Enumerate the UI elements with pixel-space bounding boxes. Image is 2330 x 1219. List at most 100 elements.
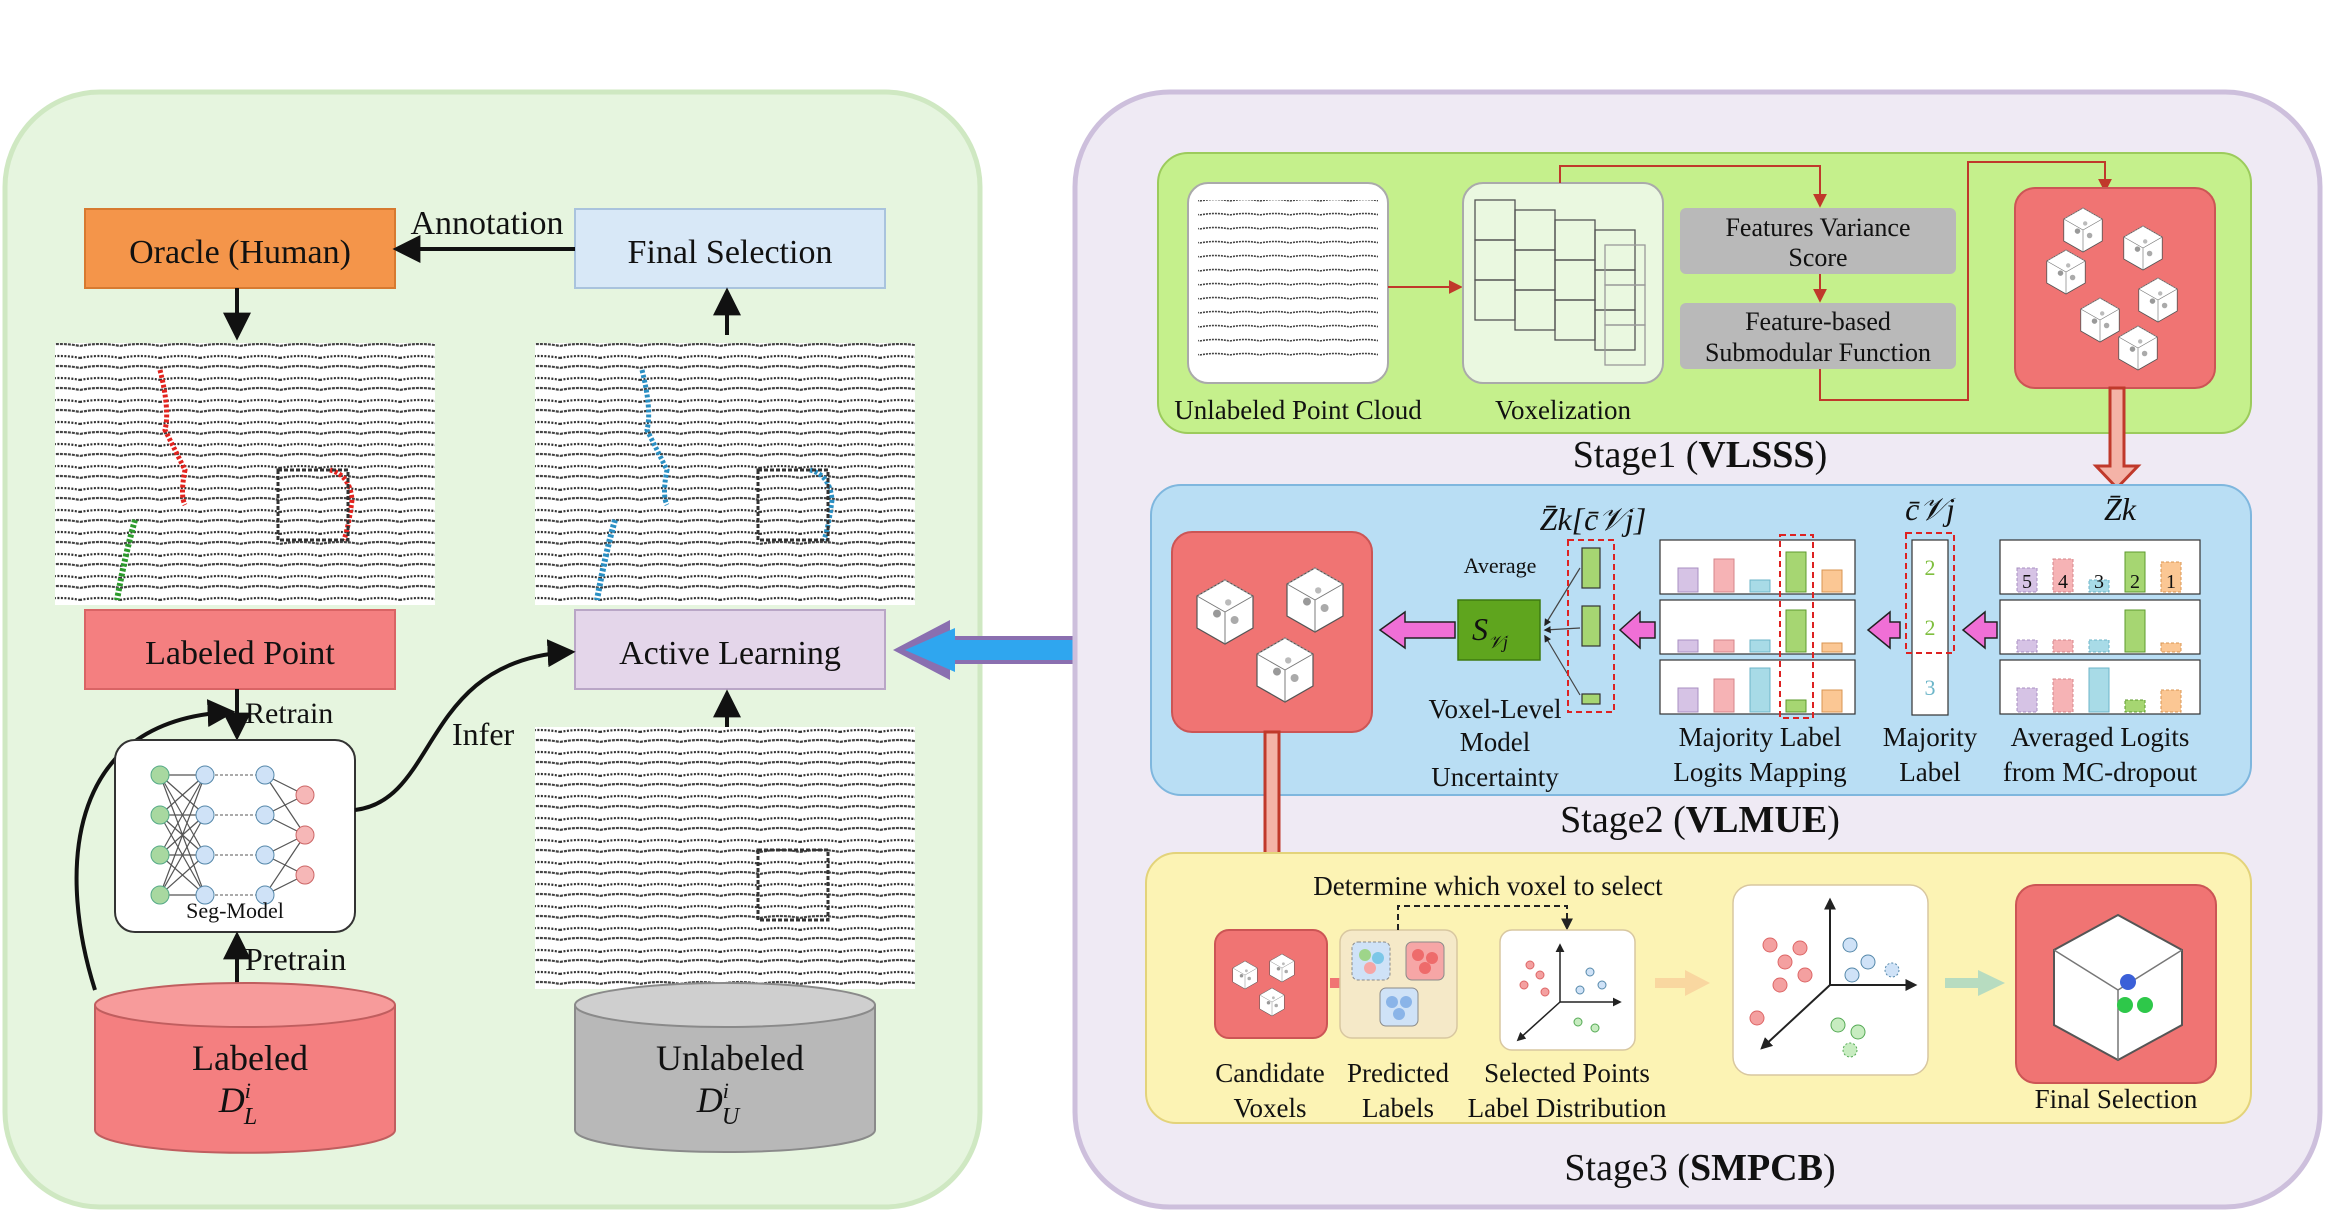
- candidate-line1: Candidate: [1215, 1058, 1324, 1088]
- active-learning-box: [574, 609, 886, 690]
- pred-box-2: [1405, 941, 1445, 981]
- s-to-voxels-arrow: [1378, 610, 1456, 650]
- submodular-to-voxels-arrow: [1819, 161, 2112, 401]
- stage1-title-suffix: ): [1815, 434, 1828, 476]
- voxel-level-line1: Voxel-Level: [1429, 694, 1562, 724]
- stage3-title-prefix: Stage3 (: [1564, 1147, 1690, 1189]
- unlabeled-db-sub: U: [722, 1104, 741, 1130]
- majority-value-3: 3: [1925, 675, 1936, 700]
- stage3-title-bold: SMPCB: [1690, 1147, 1823, 1189]
- zk-c-bar-1: [1581, 547, 1601, 589]
- labeled-db-sup: i: [245, 1078, 251, 1103]
- mapping-to-s-arrow: [1618, 610, 1656, 650]
- labeled-db-to-retrain-curve: [74, 699, 236, 991]
- pred-box-3: [1379, 987, 1419, 1027]
- voxel-level-line3: Uncertainty: [1431, 762, 1559, 792]
- mapping-panel-2: [1659, 599, 1856, 655]
- logits-panel-2: [1999, 599, 2201, 655]
- features-variance-line2: Score: [1788, 243, 1847, 272]
- final-selection-cube: [2053, 913, 2183, 1062]
- s-box: [1457, 599, 1541, 661]
- unlabeled-point-cloud-image: [535, 727, 915, 989]
- majority-value-2: 2: [1925, 615, 1936, 640]
- unlabeled-db-line1: Unlabeled: [656, 1038, 804, 1078]
- stage3-title-suffix: ): [1823, 1147, 1836, 1189]
- scatter-axes: [1760, 897, 1918, 1050]
- stage1-title-prefix: Stage1 (: [1573, 434, 1699, 476]
- annotation-label: Annotation: [411, 205, 564, 242]
- submodular-box: [1680, 303, 1956, 369]
- stage1-voxelization-label: Voxelization: [1495, 395, 1631, 425]
- zk-label: Z̄k: [2104, 491, 2137, 527]
- s-sub: 𝒱j: [1488, 632, 1509, 652]
- infer-label: Infer: [452, 716, 515, 752]
- logit-tag-2: 2: [2130, 571, 2140, 593]
- unlabeled-db-base: D: [696, 1080, 723, 1120]
- candidate-line2: Voxels: [1233, 1093, 1306, 1123]
- s-base: S: [1472, 611, 1488, 647]
- labeled-db-sub: L: [243, 1104, 257, 1130]
- zk-c-bar-2: [1581, 605, 1601, 647]
- majority-column: [1911, 539, 1949, 716]
- logits-to-majority-arrow: [1961, 610, 1998, 650]
- stage1-pointcloud-image: [1198, 200, 1378, 360]
- predicted-line2: Labels: [1362, 1093, 1434, 1123]
- zk-c-label: Z̄k[c̄𝒱j]: [1540, 501, 1647, 537]
- labeled-point-box: [84, 609, 396, 690]
- labeled-database: [94, 982, 396, 1154]
- oracle-label: Oracle (Human): [129, 234, 351, 271]
- stage2-title-prefix: Stage2 (: [1560, 799, 1686, 841]
- majority-label-line2: Label: [1899, 757, 1960, 787]
- determine-dashed-arrow: [1397, 905, 1573, 931]
- determine-label: Determine which voxel to select: [1313, 871, 1663, 901]
- labeled-point-cloud-image: [55, 343, 435, 605]
- selected-dist-axes: [1516, 943, 1622, 1042]
- stage1-title: Stage1 (VLSSS): [1573, 434, 1827, 476]
- selected-dist-card: [1499, 929, 1636, 1051]
- seg-model-label: Seg-Model: [186, 898, 284, 923]
- predicted-line1: Predicted: [1347, 1058, 1449, 1088]
- zk-c-dashed-box: [1567, 539, 1615, 713]
- labeled-point-label: Labeled Point: [145, 635, 335, 672]
- pretrain-label: Pretrain: [245, 941, 346, 977]
- logits-panel-1: [1999, 539, 2201, 595]
- mapping-dashed-box: [1779, 534, 1814, 719]
- stage1-box: [1157, 152, 2252, 434]
- pred-box-1: [1351, 941, 1391, 981]
- stage1-voxel-card: [1462, 182, 1664, 384]
- majority-label-line1: Majority: [1883, 722, 1978, 752]
- final-selection-stage3-label: Final Selection: [2035, 1084, 2198, 1114]
- scatter-points: [1749, 937, 1900, 1058]
- stage1-unlabeled-label: Unlabeled Point Cloud: [1174, 395, 1422, 425]
- s-symbol: S𝒱j: [1472, 611, 1509, 652]
- infer-curve: [354, 639, 576, 812]
- voxel-grid-image: [1474, 199, 1646, 366]
- submodular-line1: Feature-based: [1745, 307, 1891, 336]
- majority-dashed-box: [1905, 532, 1955, 654]
- retrain-label: Retrain: [245, 697, 333, 730]
- labeled-db-line1: Labeled: [192, 1038, 308, 1078]
- voxel-level-line2: Model: [1460, 727, 1531, 757]
- logit-tag-1: 1: [2166, 571, 2176, 593]
- stage2-voxels-card: [1171, 531, 1373, 733]
- final-selection-box: [574, 208, 886, 289]
- labeled-db-base: D: [218, 1080, 245, 1120]
- selected-dist-points: [1519, 960, 1607, 1033]
- stage1-selected-voxels-card: [2014, 187, 2216, 389]
- stage2-title-bold: VLMUE: [1686, 799, 1827, 841]
- mapping-line1: Majority Label: [1679, 722, 1842, 752]
- candidate-voxels-card: [1214, 929, 1328, 1039]
- stage1-to-stage2-arrow: [2092, 386, 2142, 491]
- features-variance-line1: Features Variance: [1725, 213, 1910, 242]
- selected-line2: Label Distribution: [1468, 1093, 1667, 1123]
- neural-net-icon: [150, 765, 315, 905]
- voxel-to-variance-arrow: [1559, 165, 1827, 208]
- logit-tag-3: 3: [2094, 571, 2104, 593]
- logits-panel-3: [1999, 659, 2201, 715]
- stage1-title-bold: VLSSS: [1698, 434, 1814, 476]
- stage2-title: Stage2 (VLMUE): [1560, 799, 1840, 841]
- submodular-line2: Submodular Function: [1705, 338, 1931, 367]
- final-selection-label: Final Selection: [628, 234, 833, 271]
